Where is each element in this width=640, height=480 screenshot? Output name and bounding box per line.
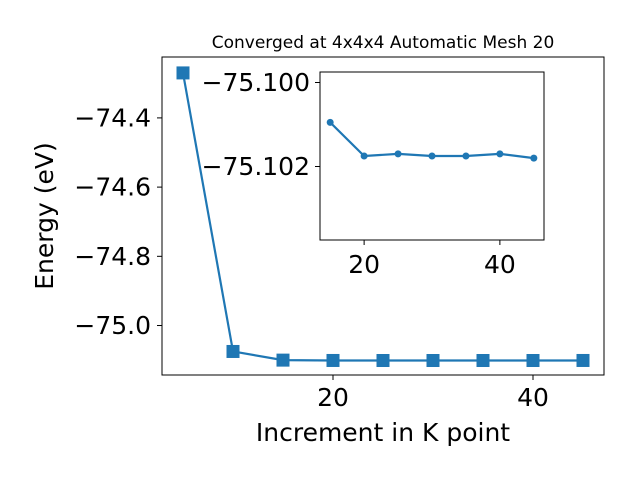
data-point xyxy=(530,154,538,162)
main-chart-title: Converged at 4x4x4 Automatic Mesh 20 xyxy=(212,33,555,53)
inset-series xyxy=(326,118,538,162)
main-x-axis-label: Increment in K point xyxy=(256,418,510,447)
data-point xyxy=(360,152,368,160)
data-point xyxy=(326,353,340,367)
data-point xyxy=(576,353,590,367)
data-point xyxy=(326,118,334,126)
data-point xyxy=(276,353,290,367)
inset-plot: 20 40 −75.102 −75.100 xyxy=(202,68,545,279)
data-point xyxy=(428,152,436,160)
data-point xyxy=(526,354,540,368)
main-x-tick-label: 20 xyxy=(317,383,349,412)
inset-y-tick-label: −75.100 xyxy=(202,68,310,97)
data-point xyxy=(496,150,504,158)
inset-x-tick-label: 40 xyxy=(484,250,516,279)
main-series xyxy=(176,66,590,368)
data-point xyxy=(226,344,240,358)
inset-x-tick-label: 20 xyxy=(348,250,380,279)
main-y-axis-label: Energy (eV) xyxy=(30,142,59,289)
main-y-tick-label: −74.6 xyxy=(74,173,151,202)
main-y-tick-label: −74.4 xyxy=(74,103,151,132)
main-y-tick-label: −75.0 xyxy=(74,311,151,340)
data-point xyxy=(426,354,440,368)
main-x-tick-label: 40 xyxy=(517,383,549,412)
data-point xyxy=(394,150,402,158)
data-point xyxy=(176,66,190,80)
data-point xyxy=(462,152,470,160)
inset-y-tick-label: −75.102 xyxy=(202,152,310,181)
data-point xyxy=(476,354,490,368)
data-point xyxy=(376,354,390,368)
main-y-tick-label: −74.8 xyxy=(74,242,151,271)
